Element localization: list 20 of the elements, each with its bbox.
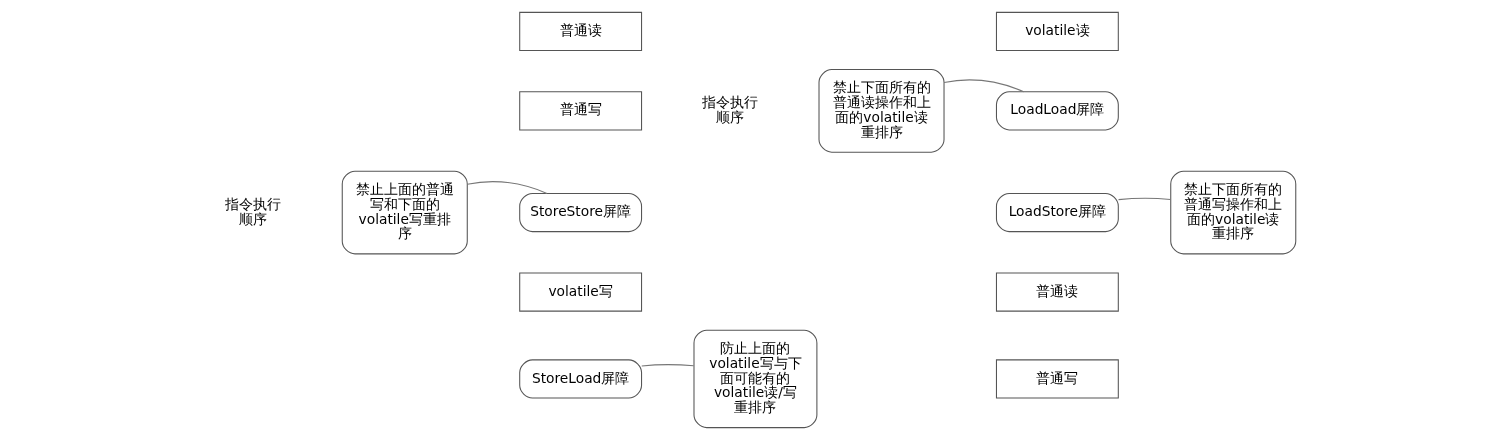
label: 指令执行顺序 <box>224 195 281 227</box>
node-box: 禁止下面所有的普通读操作和上面的volatile读重排序 <box>818 69 945 153</box>
node-box: 普通写 <box>995 359 1119 399</box>
node-box: 禁止下面所有的普通写操作和上面的volatile读重排序 <box>1169 170 1296 255</box>
connector <box>466 181 547 194</box>
node-box: LoadStore屏障 <box>995 193 1119 233</box>
node-box: 禁止上面的普通写和下面的volatile写重排序 <box>341 170 468 255</box>
node-box: StoreStore屏障 <box>518 193 642 233</box>
connector <box>943 79 1024 93</box>
node-box: StoreLoad屏障 <box>518 359 642 399</box>
node-box: volatile读 <box>995 11 1119 51</box>
node-box: 普通读 <box>518 11 642 51</box>
node-box: 防止上面的volatile写与下面可能有的volatile读/写重排序 <box>692 329 817 429</box>
label: 指令执行顺序 <box>701 94 758 125</box>
node-box: 普通写 <box>518 91 642 131</box>
node-box: 普通读 <box>995 272 1119 312</box>
node-box: LoadLoad屏障 <box>995 91 1119 131</box>
connector <box>1117 197 1171 201</box>
node-box: volatile写 <box>518 272 642 312</box>
connector <box>640 364 694 367</box>
